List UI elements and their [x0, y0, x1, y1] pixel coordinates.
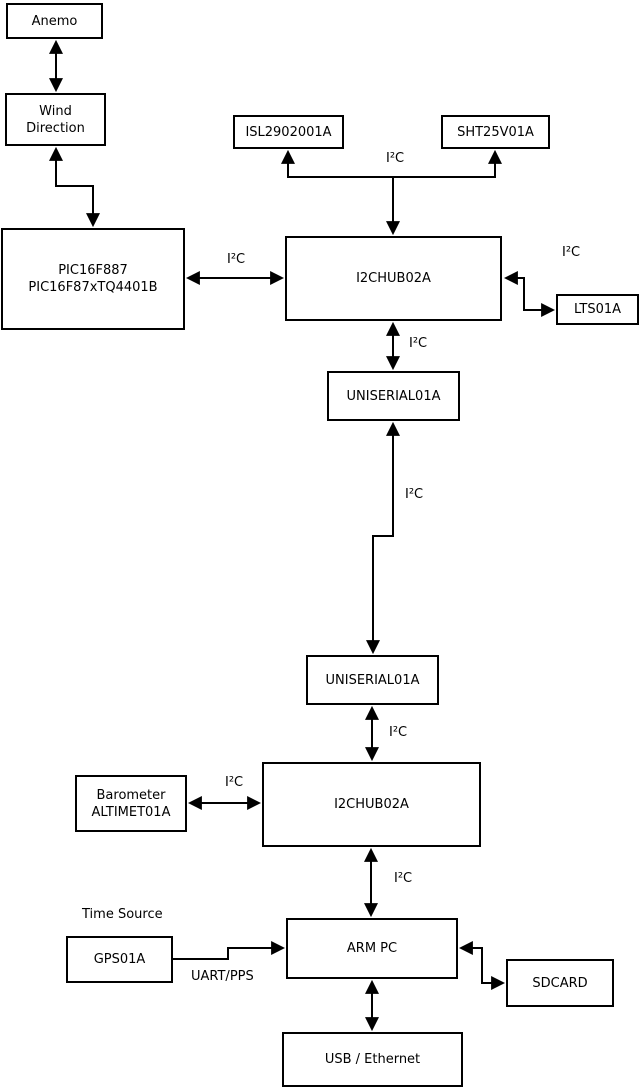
time-source-label: Time Source: [82, 907, 163, 922]
uart-pps-label: UART/PPS: [191, 969, 254, 984]
block-lts01a: LTS01A: [556, 294, 639, 325]
i2c-label-uniserial1-uniserial2: I²C: [405, 487, 424, 502]
connector-gps-armpc: [173, 941, 286, 960]
block-sdcard-label: SDCARD: [532, 975, 588, 991]
block-i2chub02a-1: I2CHUB02A: [285, 236, 502, 321]
block-gps01a-label: GPS01A: [93, 952, 146, 967]
i2c-label-uniserial2-hub2: I²C: [389, 725, 408, 740]
connector-hub1-lts: [503, 271, 556, 317]
block-sht25v01a-label: SHT25V01A: [457, 124, 534, 140]
block-i2chub02a-2-label: I2CHUB02A: [334, 797, 409, 812]
block-barometer-altimet01a-label: Barometer ALTIMET01A: [91, 787, 171, 820]
block-wind-direction-label: Wind Direction: [26, 103, 85, 136]
block-lts01a-label: LTS01A: [573, 302, 622, 317]
block-anemo-label: Anemo: [31, 13, 78, 29]
block-sht25v01a: SHT25V01A: [441, 115, 550, 149]
block-barometer-altimet01a: Barometer ALTIMET01A: [75, 775, 187, 832]
i2c-label-hub2-armpc: I²C: [394, 871, 413, 886]
block-uniserial01a-2: UNISERIAL01A: [306, 655, 439, 705]
i2c-label-pic-hub1: I²C: [227, 252, 246, 267]
block-pic16f887-label: PIC16F887 PIC16F87xTQ4401B: [28, 263, 158, 295]
block-arm-pc: ARM PC: [286, 918, 458, 979]
block-uniserial01a-1-label: UNISERIAL01A: [346, 388, 441, 404]
block-usb-ethernet: USB / Ethernet: [282, 1032, 463, 1087]
block-anemo: Anemo: [6, 3, 103, 39]
block-wind-direction: Wind Direction: [5, 93, 106, 146]
block-gps01a: GPS01A: [66, 936, 173, 983]
i2c-label-hub1-uniserial1: I²C: [409, 336, 428, 351]
block-i2chub02a-1-label: I2CHUB02A: [356, 271, 431, 286]
block-isl2902001a-label: ISL2902001A: [245, 124, 332, 140]
connector-uniserial1-uniserial2: [366, 421, 400, 655]
block-sdcard: SDCARD: [506, 959, 614, 1007]
block-pic16f887: PIC16F887 PIC16F87xTQ4401B: [1, 228, 185, 330]
i2c-label-barometer-hub2: I²C: [225, 775, 244, 790]
i2c-label-hub1-lts: I²C: [562, 245, 581, 260]
block-usb-ethernet-label: USB / Ethernet: [324, 1052, 421, 1067]
i2c-label-bus-top: I²C: [386, 151, 405, 166]
connector-wind-pic: [49, 146, 100, 228]
block-isl2902001a: ISL2902001A: [233, 115, 344, 149]
connector-armpc-sdcard: [458, 941, 506, 990]
block-uniserial01a-1: UNISERIAL01A: [327, 371, 460, 421]
block-uniserial01a-2-label: UNISERIAL01A: [325, 672, 420, 688]
block-arm-pc-label: ARM PC: [346, 941, 398, 956]
block-i2chub02a-2: I2CHUB02A: [262, 762, 481, 847]
